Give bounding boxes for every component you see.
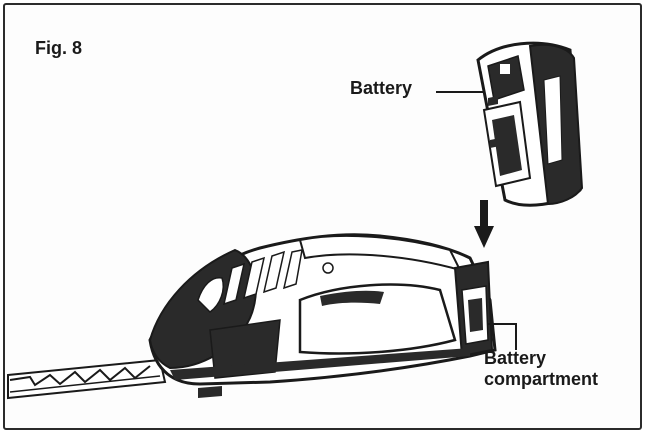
callout-leader-lines — [436, 91, 517, 350]
blade-bar — [7, 358, 167, 400]
battery-callout-label: Battery — [350, 78, 413, 98]
figure-title: Fig. 8 — [35, 38, 83, 58]
battery-pack — [476, 41, 584, 207]
insert-direction-arrow — [474, 200, 494, 248]
compartment-label-line-2: compartment — [484, 368, 599, 389]
trimmer-body — [148, 233, 497, 398]
battery-compartment-callout-label: Battery compartment — [484, 348, 598, 389]
compartment-label-line-1: Battery — [484, 348, 547, 368]
